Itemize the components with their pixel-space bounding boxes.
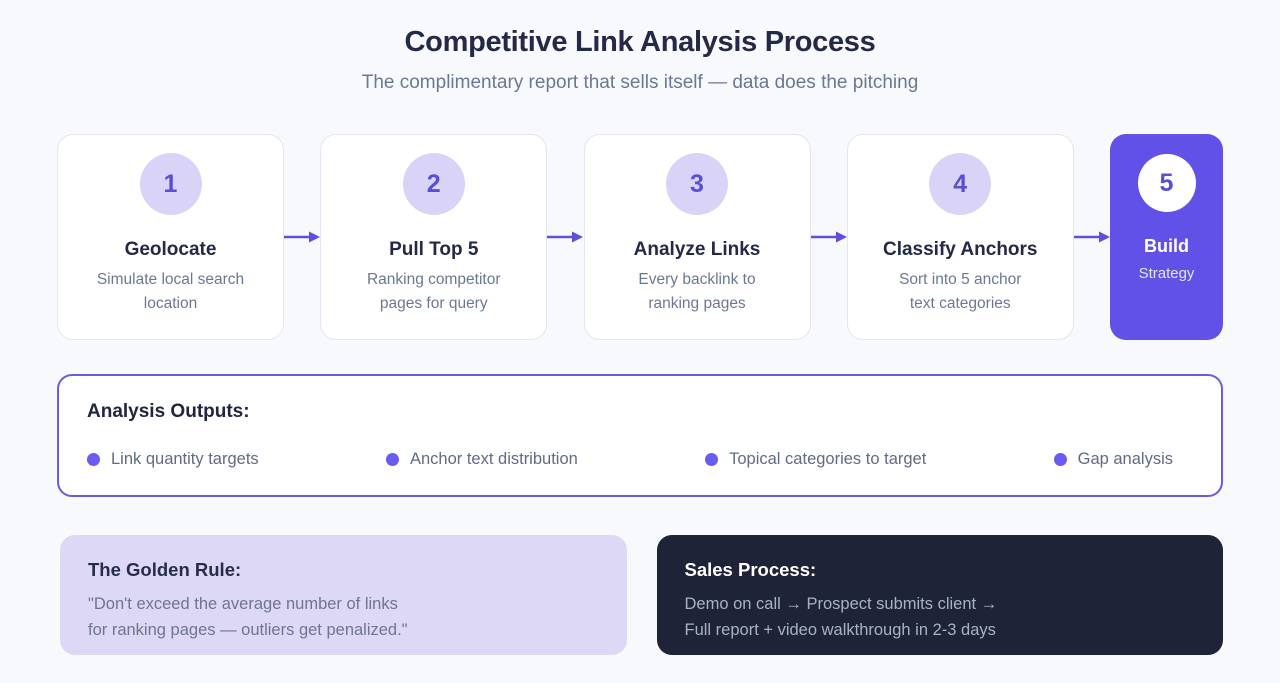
golden-rule-line-2: for ranking pages — outliers get penaliz…	[88, 621, 408, 639]
output-label: Anchor text distribution	[409, 450, 578, 468]
output-item-gap-analysis: Gap analysis	[1053, 450, 1173, 469]
output-label: Link quantity targets	[111, 450, 259, 468]
output-item-topical-categories: Topical categories to target	[705, 450, 926, 469]
bullet-icon	[87, 453, 100, 466]
step-card-build-strategy: 5 Build Strategy	[1110, 134, 1223, 340]
bullet-icon	[385, 453, 399, 466]
step-title: Geolocate	[124, 239, 217, 260]
step-card-pull-top-5: 2 Pull Top 5 Ranking competitor pages fo…	[320, 134, 548, 340]
step-number-badge: 3	[666, 153, 728, 215]
arrow-right-icon	[810, 231, 847, 243]
bullet-icon	[705, 453, 719, 466]
arrow-right-icon	[547, 231, 584, 243]
header: Competitive Link Analysis Process The co…	[0, 26, 1280, 94]
bullet-icon	[1053, 453, 1067, 466]
step-card-classify-anchors: 4 Classify Anchors Sort into 5 anchor te…	[846, 134, 1074, 340]
bottom-cards-row: The Golden Rule: "Don't exceed the avera…	[60, 535, 1223, 655]
analysis-outputs-title: Analysis Outputs:	[87, 401, 250, 422]
output-label: Gap analysis	[1077, 450, 1173, 468]
step-description: Ranking competitor pages for query	[366, 271, 501, 312]
output-item-link-quantity: Link quantity targets	[87, 450, 259, 469]
output-item-anchor-text: Anchor text distribution	[385, 450, 578, 469]
step-card-geolocate: 1 Geolocate Simulate local search locati…	[57, 134, 284, 340]
output-label: Topical categories to target	[729, 450, 927, 468]
step-title: Build	[1144, 236, 1189, 256]
step-title: Pull Top 5	[389, 239, 479, 260]
golden-rule-title: The Golden Rule:	[88, 559, 242, 580]
step-card-analyze-links: 3 Analyze Links Every backlink to rankin…	[583, 134, 811, 340]
step-description: Strategy	[1138, 265, 1195, 282]
page-subtitle: The complimentary report that sells itse…	[361, 72, 919, 93]
sales-process-line-2: Full report + video walkthrough in 2-3 d…	[684, 621, 996, 639]
step-description: Every backlink to ranking pages	[638, 271, 756, 312]
step-number-badge: 4	[929, 153, 992, 215]
step-title: Analyze Links	[633, 239, 761, 260]
analysis-outputs-panel: Analysis Outputs: Link quantity targets …	[57, 374, 1223, 497]
sales-process-title: Sales Process:	[684, 559, 817, 580]
arrow-right-icon	[284, 231, 321, 243]
golden-rule-text: "Don't exceed the average number of link…	[88, 591, 599, 643]
step-number-badge: 2	[402, 153, 465, 215]
sales-process-card: Sales Process: Demo on call → Prospect s…	[656, 535, 1223, 655]
page-title: Competitive Link Analysis Process	[404, 26, 876, 58]
sales-process-text: Demo on call → Prospect submits client →…	[685, 591, 1196, 643]
analysis-outputs-list: Link quantity targets Anchor text distri…	[87, 450, 1193, 469]
arrow-right-icon	[1073, 231, 1110, 243]
golden-rule-line-1: "Don't exceed the average number of link…	[88, 595, 398, 613]
golden-rule-card: The Golden Rule: "Don't exceed the avera…	[60, 535, 627, 655]
step-number-badge: 1	[139, 153, 202, 215]
step-number-badge: 5	[1137, 154, 1196, 212]
sales-process-line-1: Demo on call → Prospect submits client →	[684, 595, 998, 613]
step-title: Classify Anchors	[882, 239, 1038, 260]
step-description: Sort into 5 anchor text categories	[899, 271, 1022, 312]
process-steps-row: 1 Geolocate Simulate local search locati…	[57, 134, 1223, 340]
step-description: Simulate local search location	[96, 271, 245, 312]
